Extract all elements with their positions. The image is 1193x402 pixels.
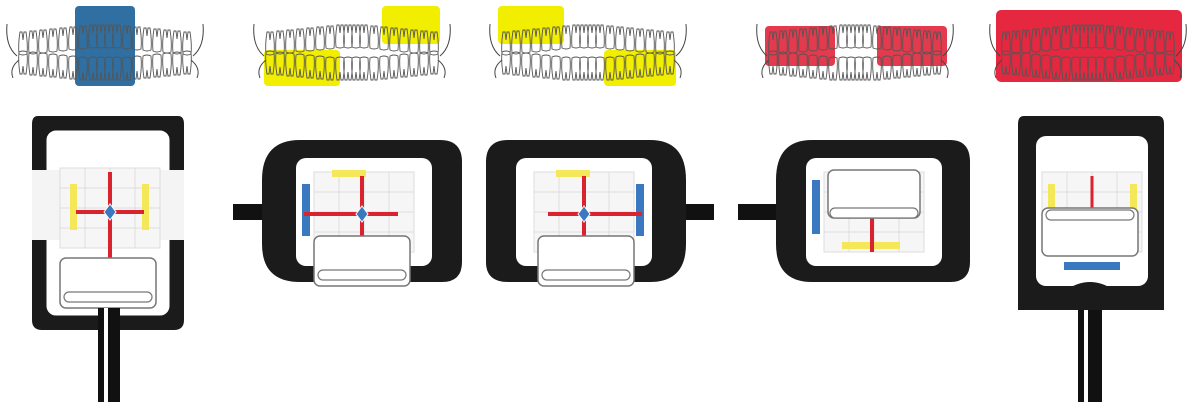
sensor-cable bbox=[98, 308, 120, 402]
arch-icon-posterior bbox=[757, 24, 954, 80]
sensor-cable bbox=[738, 204, 778, 220]
yellow-guide-left bbox=[70, 184, 77, 230]
sensor-anterior bbox=[32, 116, 184, 402]
sensor-bitewing-right bbox=[233, 140, 462, 286]
sensor-posterior bbox=[738, 140, 970, 282]
sensor-cable bbox=[1078, 310, 1102, 402]
sensor-bitewing-left bbox=[486, 140, 714, 286]
arch-icon-full-mouth bbox=[990, 10, 1187, 82]
arch-icon-anterior bbox=[7, 6, 204, 86]
yellow-guide-right bbox=[142, 184, 149, 230]
arch-icon-bitewing-right bbox=[254, 6, 451, 86]
arch-icon-bitewing-left bbox=[490, 6, 687, 86]
blue-guide bbox=[636, 184, 644, 236]
blue-guide bbox=[1064, 262, 1120, 270]
blue-guide bbox=[812, 180, 820, 234]
blue-guide bbox=[302, 184, 310, 236]
sensor-full-mouth bbox=[1018, 116, 1164, 402]
